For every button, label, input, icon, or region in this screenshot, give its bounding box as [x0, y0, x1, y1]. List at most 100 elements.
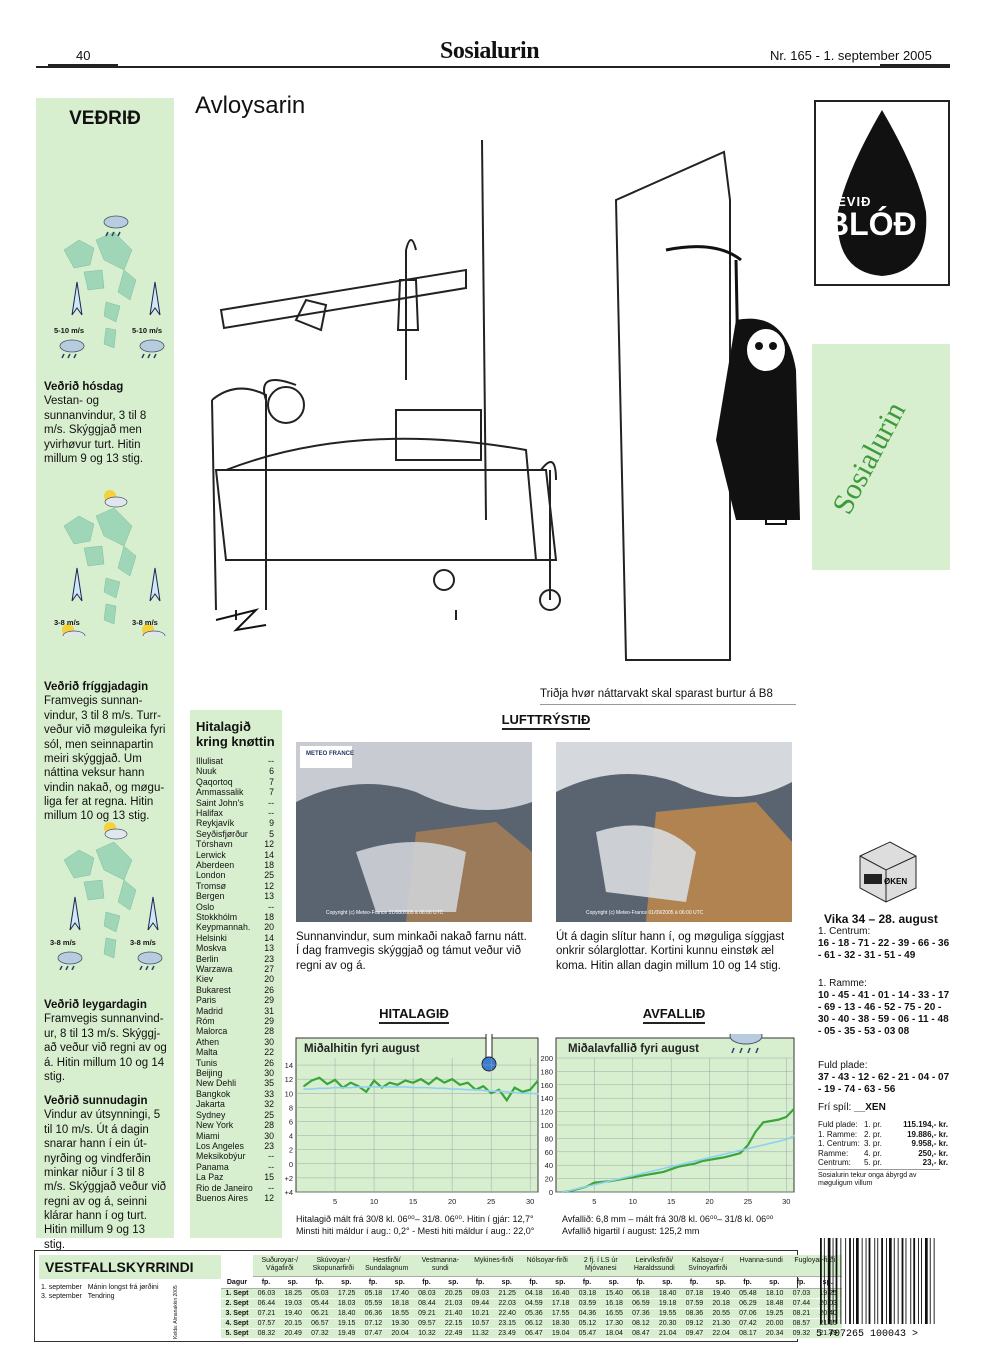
y-tick-label: 12	[285, 1075, 293, 1084]
data-point	[685, 1162, 688, 1164]
y-tick-label: 100	[540, 1121, 553, 1130]
x-tick-label: 10	[370, 1197, 378, 1206]
city-temp: 12	[264, 839, 274, 850]
tide-time: 07.59	[685, 1300, 704, 1307]
data-point	[428, 1087, 430, 1089]
tide-time: 19.55	[658, 1310, 677, 1317]
y-tick-label: 140	[540, 1094, 553, 1103]
tide-time: 20.04	[391, 1330, 409, 1337]
tide-time: 06.29	[739, 1300, 757, 1307]
precipitation-chart: Miðalavfallið fyri august 02040608010012…	[540, 1034, 795, 1206]
blood-ad-line2: BLÓÐ	[826, 206, 917, 242]
city-temp: --	[268, 807, 274, 818]
data-point	[785, 1138, 787, 1141]
data-point	[381, 1086, 383, 1088]
tide-day: 1. Sept	[221, 1289, 253, 1299]
city-temp: --	[268, 797, 274, 808]
lotto-label: Frí spíl:	[818, 1102, 852, 1113]
y-tick-label: 4	[289, 1132, 293, 1141]
data-point	[624, 1176, 626, 1179]
header-rule	[36, 66, 950, 68]
tide-day: 2. Sept	[221, 1299, 253, 1309]
data-point	[747, 1144, 749, 1146]
tide-time: 18.18	[391, 1300, 409, 1307]
tide-time: 17.55	[551, 1310, 570, 1317]
tide-day: 3. Sept	[221, 1309, 253, 1319]
tide-time: 04.36	[578, 1310, 597, 1317]
city-row: Saint John's--	[190, 798, 282, 808]
barcode-bar	[893, 1238, 895, 1324]
data-point	[389, 1082, 391, 1084]
data-point	[334, 1087, 336, 1089]
tide-location-name: Vestmanna-sundi	[413, 1255, 467, 1277]
satellite-image-2: Copyright (c) Meteo-France 01/09/2005 à …	[556, 742, 792, 922]
tide-time: 09.44	[471, 1300, 490, 1307]
barcode-bar	[933, 1238, 935, 1324]
tide-note-text: Mánin longst frá jørðini	[87, 1284, 159, 1291]
tide-time: 16.18	[605, 1300, 623, 1307]
wind-label: 3-8 m/s	[132, 618, 158, 627]
y-tick-label: 60	[545, 1148, 553, 1157]
faroe-map-thursday	[59, 215, 165, 359]
lotto-fuld-plade: Fuld plade: 37 - 43 - 12 - 62 - 21 - 04 …	[818, 1060, 950, 1096]
tide-time: 20.25	[444, 1290, 463, 1297]
data-point	[435, 1087, 438, 1089]
tide-time: 05.44	[311, 1300, 329, 1307]
tide-time: 06.12	[525, 1320, 543, 1327]
barcode-bar	[856, 1238, 859, 1324]
data-point	[318, 1077, 321, 1079]
data-point	[762, 1121, 764, 1123]
sun-cloud-icon	[104, 490, 128, 508]
tide-note-date: 1. september	[41, 1284, 82, 1291]
city-name: Madrid	[196, 1005, 223, 1016]
forecast-day-text: Vestan- og sunnanvindur, 3 til 8 m/s. Sk…	[44, 395, 147, 465]
tide-time: 09.21	[418, 1310, 436, 1317]
city-row: Meksikobýur--	[190, 1151, 282, 1161]
city-temp: 12	[264, 880, 274, 891]
data-point	[785, 1116, 787, 1118]
x-tick-label: 25	[744, 1197, 752, 1206]
city-temp: 33	[264, 1088, 274, 1099]
city-name: Rio de Janeiro	[196, 1182, 253, 1193]
tide-subheader: fp.	[743, 1279, 752, 1286]
data-point	[498, 1090, 500, 1092]
blood-ad-line1: GEVIÐ	[826, 194, 872, 209]
tide-time: 05.18	[364, 1290, 383, 1297]
data-point	[778, 1119, 780, 1121]
data-point	[655, 1169, 657, 1171]
city-name: Warzawa	[196, 964, 233, 974]
weather-title: VEÐRIÐ	[69, 108, 141, 129]
barcode-bar	[929, 1238, 931, 1324]
data-point	[506, 1099, 508, 1101]
data-point	[521, 1091, 523, 1093]
data-point	[529, 1092, 531, 1094]
data-point	[318, 1087, 321, 1089]
tide-time: 08.12	[632, 1320, 650, 1327]
tide-subheader: fp.	[368, 1279, 378, 1286]
barcode-bar	[901, 1238, 904, 1324]
data-point	[404, 1079, 406, 1082]
city-name: Qaqortoq	[196, 776, 233, 787]
data-point	[662, 1171, 665, 1173]
cartoon-title: Avloysarin	[195, 92, 306, 119]
